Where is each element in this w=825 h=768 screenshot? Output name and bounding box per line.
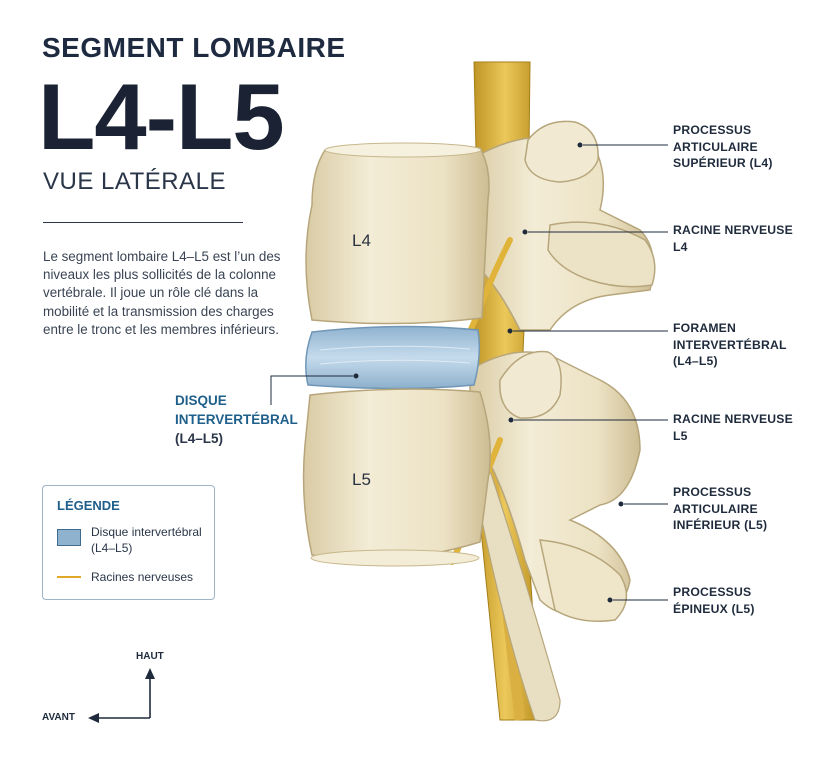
label-line: PROCESSUS [673,585,752,599]
vertebra-label-l4: L4 [352,231,371,250]
orientation-front-label: AVANT [42,712,75,723]
orientation-axes [96,676,151,719]
intervertebral-disc [305,325,481,390]
label-spinous-process: PROCESSUS ÉPINEUX (L5) [673,584,755,617]
disc-label-line: DISQUE [175,393,227,408]
legend-swatch-disc [57,529,81,546]
label-line: SUPÉRIEUR (L4) [673,156,773,170]
arrow-up-icon [145,668,155,679]
label-line: PROCESSUS [673,123,752,137]
legend-title: LÉGENDE [57,498,120,513]
label-nerve-root-l5: RACINE NERVEUSE L5 [673,411,793,444]
label-line: RACINE NERVEUSE [673,412,793,426]
label-line: PROCESSUS [673,485,752,499]
legend-item-nerve: Racines nerveuses [91,570,194,584]
label-line: L5 [673,428,688,443]
sacral-tail [469,438,561,722]
vertebra-label-l5: L5 [352,470,371,489]
legend-item-disc: Disque intervertébral (L4–L5) [91,525,202,555]
label-inferior-articular-process: PROCESSUS ARTICULAIRE INFÉRIEUR (L5) [673,484,767,534]
legend-swatch-nerve [57,576,81,578]
label-line: INTERVERTÉBRAL [673,337,787,352]
label-nerve-root-l4: RACINE NERVEUSE L4 [673,222,793,255]
title-subtitle: VUE LATÉRALE [43,168,226,195]
spinous-process [539,539,628,622]
title-kicker: SEGMENT LOMBAIRE [42,32,346,63]
label-foramen: FORAMEN INTERVERTÉBRAL (L4–L5) [673,320,787,370]
transverse-process [547,221,656,288]
orientation-up-label: HAUT [136,651,164,662]
disc-label-line: INTERVERTÉBRAL [175,412,298,427]
label-superior-articular-process: PROCESSUS ARTICULAIRE SUPÉRIEUR (L4) [673,122,773,172]
disc-label-line: (L4–L5) [175,431,224,446]
inferior-articular-process [499,350,562,419]
label-line: FORAMEN [673,321,737,335]
label-line: L4 [673,239,688,254]
label-line: INFÉRIEUR (L5) [673,518,768,532]
label-line: (L4–L5) [673,354,718,368]
page-title: L4-L5 [38,64,285,169]
superior-articular-process [524,120,599,183]
vertebral-body-l4 [305,142,490,325]
vertebral-body-l5 [302,388,491,561]
label-line: ARTICULAIRE [673,139,758,154]
label-line: ÉPINEUX (L5) [673,601,755,616]
title-divider [43,222,243,223]
description-text: Le segment lombaire L4–L5 est l’un des n… [43,249,281,337]
legend-box: LÉGENDE Disque intervertébral (L4–L5) Ra… [42,485,215,600]
leader-lines [270,142,668,603]
arrow-left-icon [88,713,99,723]
label-line: ARTICULAIRE [673,501,758,516]
label-line: RACINE NERVEUSE [673,223,793,237]
disc-label: DISQUE INTERVERTÉBRAL (L4–L5) [175,391,298,448]
posterior-arch-l5 [469,351,641,617]
